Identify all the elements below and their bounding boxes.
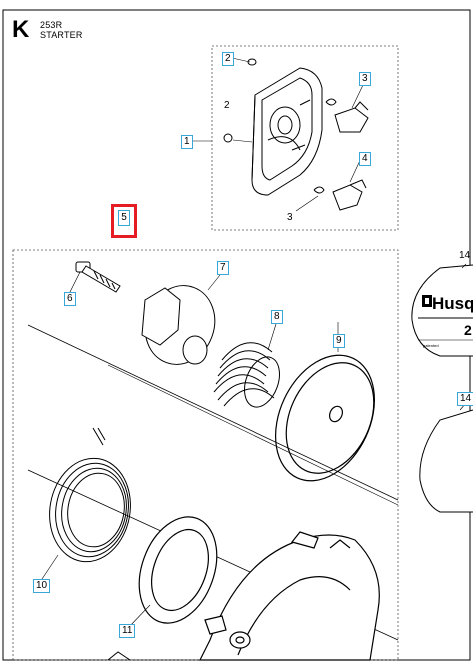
pulley-housing-drawing — [251, 67, 323, 196]
page-border — [2, 9, 471, 661]
callout-part-8[interactable]: 8 — [271, 310, 283, 324]
model-number: 253R — [40, 20, 63, 30]
callout-part-4[interactable]: 4 — [359, 152, 371, 166]
decal-small-text: patented — [423, 343, 439, 348]
callout-part-14-top[interactable]: 14 — [459, 250, 471, 261]
pawl-drawings — [223, 57, 369, 212]
decal-number: 2 — [464, 322, 472, 338]
callout-part-2-top[interactable]: 2 — [222, 52, 234, 66]
starter-cover-drawing — [199, 531, 380, 661]
callout-part-3-bottom[interactable]: 3 — [287, 212, 293, 223]
callout-part-1[interactable]: 1 — [181, 135, 193, 149]
callout-part-9[interactable]: 9 — [333, 334, 345, 348]
callout-part-10[interactable]: 10 — [33, 579, 51, 593]
callout-part-14-bottom[interactable]: 14 — [457, 392, 473, 406]
spring-drawing — [213, 323, 280, 408]
callout-part-3-top[interactable]: 3 — [359, 72, 371, 86]
decal-drawing — [411, 263, 473, 513]
flange-drawing — [141, 274, 221, 365]
assembly-5-box — [12, 249, 399, 661]
callout-part-11[interactable]: 11 — [119, 624, 136, 638]
assembly-1-box — [211, 45, 399, 231]
callout-part-5-label: 5 — [118, 210, 130, 226]
rope-pulley-drawing — [274, 322, 376, 482]
husqvarna-logo-mark — [422, 295, 432, 307]
callout-part-5-selected[interactable]: 5 — [111, 204, 137, 238]
callout-part-6[interactable]: 6 — [64, 292, 76, 306]
recoil-spring-drawing — [39, 427, 131, 583]
section-title: STARTER — [40, 30, 83, 40]
bolt-drawing — [69, 261, 121, 293]
section-letter: K — [12, 16, 30, 43]
callout-part-7[interactable]: 7 — [217, 261, 229, 275]
decal-brand-text: Husq — [432, 294, 473, 313]
callout-part-2-left[interactable]: 2 — [224, 100, 230, 111]
washer-drawing — [127, 516, 218, 629]
assembly-axis — [27, 324, 399, 501]
